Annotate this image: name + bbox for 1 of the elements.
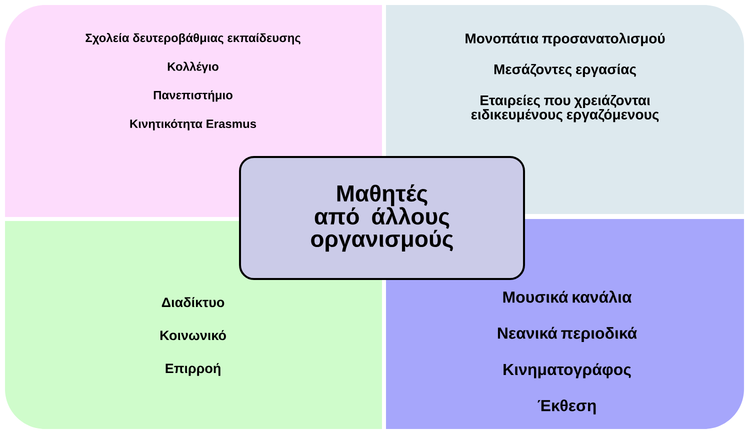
center-box: Μαθητές από άλλους οργανισμούς [239,156,525,280]
